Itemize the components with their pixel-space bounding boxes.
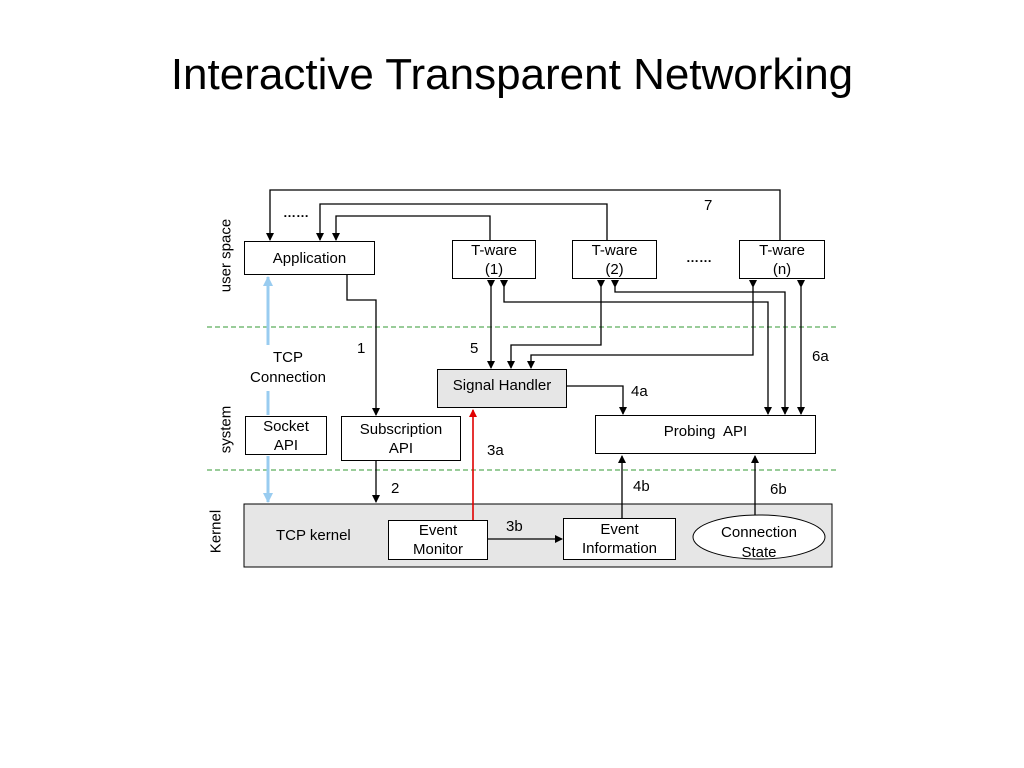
tware-1-label-line2: (1) bbox=[484, 260, 504, 278]
probing-api-label: Probing API bbox=[663, 423, 748, 440]
signal-handler-label: Signal Handler bbox=[452, 377, 552, 394]
slide-title: Interactive Transparent Networking bbox=[170, 50, 854, 99]
step-label-3a: 3a bbox=[487, 442, 504, 459]
arrow-1 bbox=[346, 275, 380, 416]
ellipsis-top: …… bbox=[283, 205, 309, 220]
layer-label-kernel: Kernel bbox=[207, 509, 225, 554]
socket-api-label-line2: API bbox=[273, 436, 299, 454]
event-information-label-line2: Information bbox=[581, 540, 658, 557]
event-monitor-box: Event Monitor bbox=[388, 520, 488, 560]
arrow-tware1-application bbox=[332, 215, 491, 241]
application-label: Application bbox=[272, 249, 347, 267]
event-monitor-label-line1: Event bbox=[418, 522, 458, 539]
connection-state-label: Connection State bbox=[693, 523, 825, 563]
step-label-5: 5 bbox=[470, 340, 479, 357]
arrow-tware2-application bbox=[316, 203, 608, 241]
layer-label-user-space: user space bbox=[217, 218, 235, 293]
arrow-7 bbox=[266, 189, 781, 241]
step-label-2: 2 bbox=[391, 480, 400, 497]
tcp-connection-label-line2: Connection bbox=[250, 369, 326, 386]
arrow-tware2-probing bbox=[611, 280, 789, 415]
event-monitor-label-line2: Monitor bbox=[412, 541, 464, 558]
tware-n-box: T-ware (n) bbox=[739, 240, 825, 279]
tware-1-box: T-ware (1) bbox=[452, 240, 536, 279]
tware-2-box: T-ware (2) bbox=[572, 240, 657, 279]
tware-2-label-line1: T-ware bbox=[591, 241, 638, 259]
socket-api-box: Socket API bbox=[245, 416, 327, 455]
tcp-connection-label-line1: TCP bbox=[273, 349, 303, 366]
signal-handler-box: Signal Handler bbox=[437, 369, 567, 408]
event-information-box: Event Information bbox=[563, 518, 676, 560]
step-label-1: 1 bbox=[357, 340, 366, 357]
subscription-api-label-line1: Subscription bbox=[359, 420, 443, 438]
step-label-6b: 6b bbox=[770, 481, 787, 498]
connection-state-label-line2: State bbox=[741, 544, 777, 561]
ellipsis-mid: …… bbox=[686, 250, 712, 265]
step-label-4a: 4a bbox=[631, 383, 648, 400]
step-label-6a: 6a bbox=[812, 348, 829, 365]
subscription-api-label-line2: API bbox=[388, 439, 414, 457]
tware-1-label-line1: T-ware bbox=[471, 241, 517, 259]
layer-label-system: system bbox=[217, 405, 235, 454]
tware-n-label-line1: T-ware bbox=[759, 241, 805, 259]
tware-n-label-line2: (n) bbox=[772, 260, 792, 278]
probing-api-box: Probing API bbox=[595, 415, 816, 454]
step-label-3b: 3b bbox=[506, 518, 523, 535]
step-label-4b: 4b bbox=[633, 478, 650, 495]
event-information-label-line1: Event bbox=[600, 521, 639, 538]
tcp-kernel-label: TCP kernel bbox=[276, 527, 351, 544]
connection-state-label-line1: Connection bbox=[721, 524, 797, 541]
step-label-7: 7 bbox=[704, 197, 713, 214]
arrow-4a bbox=[560, 382, 627, 415]
connection-state-ellipse bbox=[692, 514, 826, 560]
tcp-connection-label: TCP Connection bbox=[238, 348, 338, 388]
application-box: Application bbox=[244, 241, 375, 275]
tware-2-label-line2: (2) bbox=[605, 260, 624, 278]
socket-api-label-line1: Socket bbox=[263, 417, 309, 435]
subscription-api-box: Subscription API bbox=[341, 416, 461, 461]
